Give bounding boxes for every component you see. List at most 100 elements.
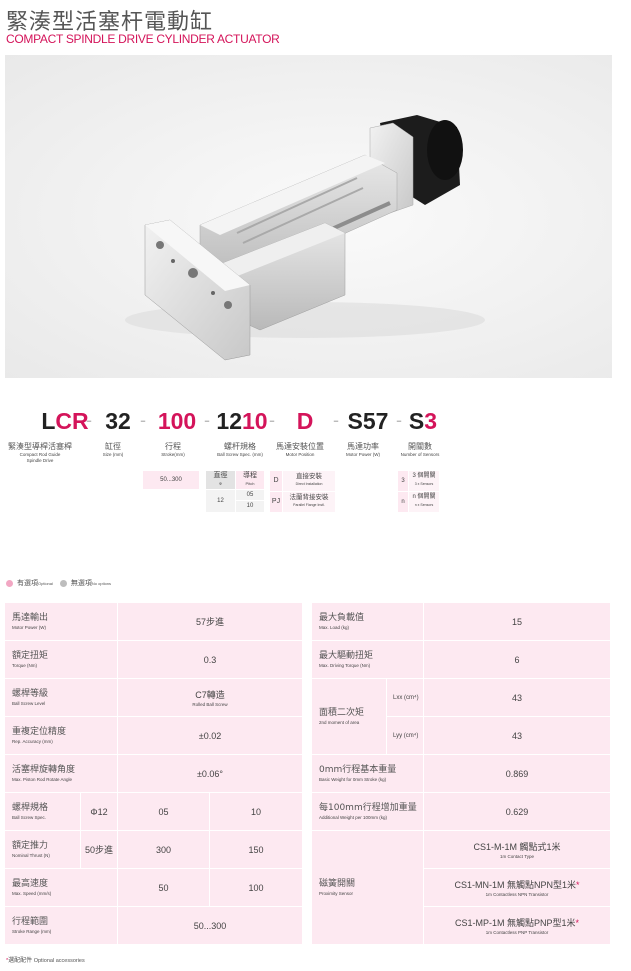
spec-value-motor-power: 57步進: [118, 603, 303, 641]
footnote-en: Optional accessories: [33, 958, 85, 964]
label-zh: 馬達功率: [347, 442, 379, 451]
spec-value-ball-screw-level: C7轉造 Rolled Ball Screw: [118, 679, 303, 717]
position-label-en: Parallel Flange Instl.: [293, 503, 325, 507]
no-option-zh: 無選項: [70, 580, 92, 587]
label-en: Torque (Nm): [12, 662, 38, 668]
optional-zh: 有選項: [17, 580, 38, 587]
motor-position-desc-d: 直接安裝 Direct Installation: [283, 471, 335, 491]
label-en: Additional Weight per 100mm (kg): [319, 814, 387, 820]
sensor-desc-3: 3 個開關 3 x Sensors: [409, 471, 439, 491]
optional-dot-icon: [6, 579, 13, 587]
no-option-dot-icon: [59, 579, 67, 587]
spec-sub-lyy: Lyy (cm⁴): [387, 717, 424, 755]
legend-no-option: 無選項No options: [71, 578, 111, 588]
code-screw-black: 12: [216, 408, 242, 434]
spec-label-nominal-thrust: 額定推力 Nominal Thrust (N): [5, 831, 81, 869]
label-en: Motor Power (W): [12, 624, 47, 630]
code-separator: -: [140, 410, 146, 430]
spec-option-sensor-pnp: CS1-MP-1M 無觸點PNP型1米* 1m Contactless PNP …: [424, 907, 611, 944]
label-en: Number of Sensors: [400, 452, 440, 457]
code-segment-series: LCR: [35, 408, 95, 435]
pitch-header-en: Pitch: [245, 481, 255, 486]
spec-value-thrust-05: 300: [118, 831, 210, 869]
spec-value-lyy: 43: [424, 717, 611, 755]
spec-value-lxx: 43: [424, 679, 611, 717]
label-zh: 最高速度: [12, 878, 49, 889]
spec-label-stroke-range: 行程範圍 Stroke Range (mm): [5, 907, 118, 944]
footnote: *選配配件 Optional accessories: [6, 955, 85, 964]
label-en: Size (mm): [102, 452, 124, 457]
spec-value-speed-10: 100: [210, 869, 303, 907]
motor-position-code-d: D: [270, 471, 282, 491]
code-separator: -: [204, 410, 210, 430]
spec-value-additional-weight: 0.629: [424, 793, 611, 831]
code-segment-sensors: S3: [403, 408, 443, 435]
option-value: CS1-M-1M 觸點式1米: [473, 840, 560, 853]
code-sensor-black: S: [408, 408, 425, 434]
position-label-zh: 法蘭背接安裝: [289, 494, 329, 501]
spec-label-max-load: 最大負載值 Max. Load (kg): [312, 603, 424, 641]
label-zh: 最大驅動扭矩: [319, 650, 374, 661]
label-zh: 馬達輸出: [12, 612, 49, 623]
screw-pitch-10: 10: [236, 501, 264, 512]
motor-position-desc-pj: 法蘭背接安裝 Parallel Flange Instl.: [283, 492, 335, 512]
spec-value-max-driving-torque: 6: [424, 641, 611, 679]
sensor-code-3: 3: [398, 471, 408, 491]
option-text: CS1-MN-1M 無觸點NPN型1米: [454, 879, 576, 890]
label-en: Ball Screw Spec.: [12, 814, 47, 820]
spec-table-right: 最大負載值 Max. Load (kg) 15 最大驅動扭矩 Max. Driv…: [312, 603, 611, 944]
screw-pitch-header: 導程 Pitch: [236, 471, 264, 489]
legend: 有選項Optional 無選項No options: [6, 578, 111, 588]
label-en: Compact Rod Guide Spindle Drive: [19, 452, 61, 463]
code-label-series: 緊湊型導桿活塞桿 Compact Rod Guide Spindle Drive: [5, 442, 75, 464]
label-zh: 馬達安裝位置: [276, 442, 324, 451]
no-option-en: No options: [91, 581, 112, 586]
product-image: [5, 55, 612, 378]
code-sensor-red: 3: [424, 408, 438, 434]
code-segment-motor-position: D: [285, 408, 325, 435]
value-zh: C7轉造: [195, 689, 225, 700]
label-zh: 螺杆規格: [224, 442, 256, 451]
spec-label-rep-accuracy: 重複定位精度 Rep. Accuracy (mm): [5, 717, 118, 755]
code-stroke-red: 100: [157, 408, 197, 434]
spec-option-sensor-npn: CS1-MN-1M 無觸點NPN型1米* 1m Contactless NPN …: [424, 869, 611, 907]
option-en: 1m Contactless PNP Transistor: [485, 929, 549, 935]
label-en: Max. Driving Torque (Nm): [319, 662, 371, 668]
code-screw-red: 10: [242, 408, 268, 434]
footnote-zh: 選配配件: [8, 958, 33, 964]
option-text: CS1-M-1M 觸點式1米: [473, 841, 561, 852]
label-en: Basic Weight for 0mm Stroke (kg): [319, 776, 387, 782]
spec-value-pitch-05: 05: [118, 793, 210, 831]
label-en: Rep. Accuracy (mm): [12, 738, 53, 744]
legend-optional: 有選項Optional: [17, 578, 53, 588]
label-zh: 額定扭矩: [12, 650, 49, 661]
code-position-red: D: [296, 408, 314, 434]
sensor-label-zh: n 個開關: [412, 494, 436, 500]
label-en: Proximity Sensor: [319, 890, 354, 896]
spec-table-left: 馬達輸出 Motor Power (W) 57步進 額定扭矩 Torque (N…: [5, 603, 303, 944]
sensor-label-zh: 3 個開關: [412, 473, 436, 479]
footnote-star: *: [6, 958, 9, 964]
code-label-ball-screw: 螺杆規格 Ball Screw Spec. (mm): [210, 442, 270, 458]
spec-value-torque: 0.3: [118, 641, 303, 679]
screw-pitch-05: 05: [236, 490, 264, 500]
label-zh: 重複定位精度: [12, 726, 67, 737]
spec-label-max-speed: 最高速度 Max. Speed (mm/s): [5, 869, 118, 907]
code-separator: -: [86, 410, 92, 430]
code-segment-size: 32: [105, 408, 131, 434]
spec-sub-ball-screw-diameter: Φ12: [81, 793, 118, 831]
position-label-zh: 直接安裝: [296, 473, 322, 480]
spec-label-motor-power: 馬達輸出 Motor Power (W): [5, 603, 118, 641]
label-en: Motor Power (W): [345, 452, 380, 457]
spec-label-proximity-sensor: 磁簧開關 Proximity Sensor: [312, 831, 424, 944]
spec-option-sensor-contact: CS1-M-1M 觸點式1米 1m Contact Type: [424, 831, 611, 869]
label-en: Stroke Range (mm): [12, 928, 52, 934]
pitch-header-zh: 導程: [243, 472, 257, 479]
optional-star: *: [576, 879, 580, 890]
label-zh: 0mm行程基本重量: [319, 764, 397, 775]
sensor-label-en: 3 x Sensors: [414, 482, 434, 486]
optional-en: Optional: [38, 581, 53, 586]
code-segment-ball-screw: 1210: [212, 408, 272, 435]
label-zh: 螺桿規格: [12, 802, 49, 813]
label-zh: 行程: [165, 442, 181, 451]
